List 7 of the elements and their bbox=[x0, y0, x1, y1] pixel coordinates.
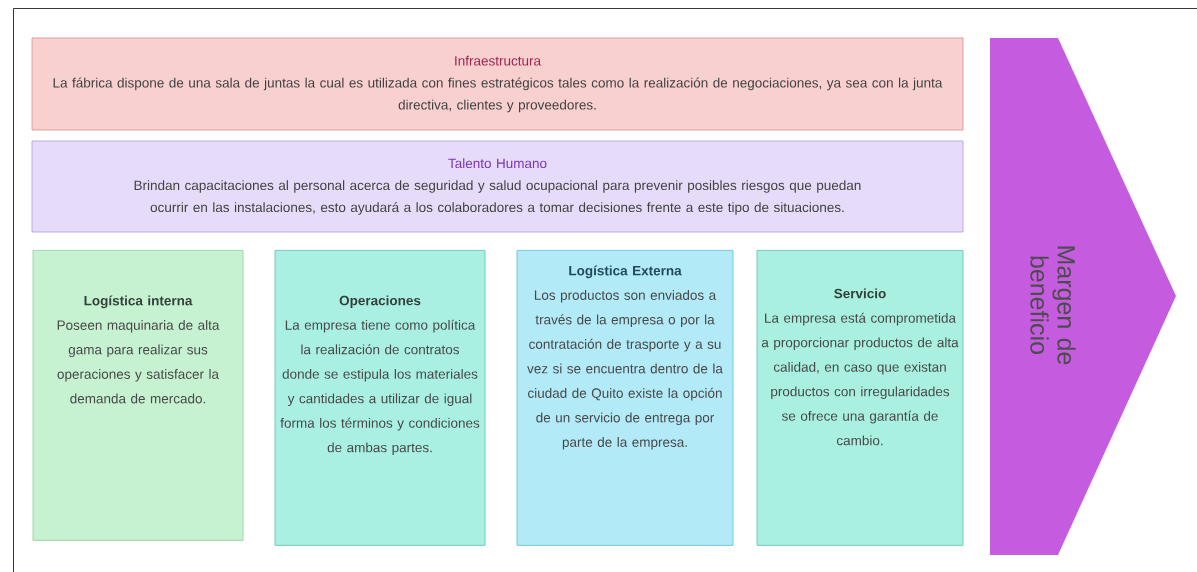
category-box: Logística interna Poseen maquinaria de alta gama para realizar sus operaciones y satisfacer la demanda de mercado. bbox=[32, 250, 244, 541]
category-box: Servicio La empresa está comprometida a proporcionar productos de alta calidad, en caso que existan productos con irregularidades se ofrece una garantía de cambio. bbox=[756, 250, 964, 546]
category-box: Logística Externa Los productos son enviados a través de la empresa o por la contratación de trasporte y a su vez si se encuentra dentro de la ciudad de Quito existe la opción de un servicio de entrega por parte de la empresa. bbox=[516, 250, 734, 546]
category-box: Talento Humano Brindan capacitaciones al personal acerca de seguridad y salud ocupacional para prevenir posibles riesgos que puedan ocurrir en las instalaciones, esto ayudará a los colaboradores a tomar decisiones frente a este tipo de situaciones. bbox=[31, 140, 964, 233]
margin-chevron: Margen de beneficio bbox=[990, 38, 1176, 555]
category-box: Operaciones La empresa tiene como política la realización de contratos donde se estipula los materiales y cantidades a utilizar de igual forma los términos y condiciones de ambas partes. bbox=[274, 250, 486, 546]
category-box: Infraestructura La fábrica dispone de una sala de juntas la cual es utilizada con fines estratégicos tales como la realización de negociaciones, ya sea con la junta directiva, clientes y proveedores. bbox=[31, 37, 964, 131]
